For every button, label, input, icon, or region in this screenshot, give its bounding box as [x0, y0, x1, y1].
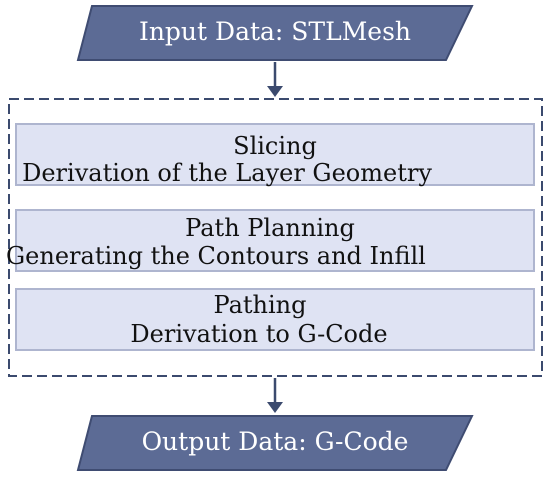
step-box-pathing — [15, 288, 535, 351]
output-label: Output Data: G-Code — [141, 427, 409, 456]
step-subtitle-pathing: Derivation to G-Code — [130, 320, 388, 348]
input-label: Input Data: STLMesh — [138, 17, 412, 46]
step-box-slicing — [15, 123, 535, 186]
output-parallelogram — [76, 415, 474, 471]
step-subtitle-slicing: Derivation of the Layer Geometry — [22, 159, 432, 187]
input-parallelogram — [76, 5, 474, 61]
step-box-path-planning — [15, 209, 535, 272]
step-title-slicing: Slicing — [233, 132, 317, 160]
step-title-pathing: Pathing — [213, 291, 307, 319]
step-title-path-planning: Path Planning — [185, 214, 355, 242]
arrowhead-bottom — [267, 402, 283, 413]
arrowhead-top — [267, 86, 283, 97]
step-subtitle-path-planning: Generating the Contours and Infill — [6, 242, 426, 270]
